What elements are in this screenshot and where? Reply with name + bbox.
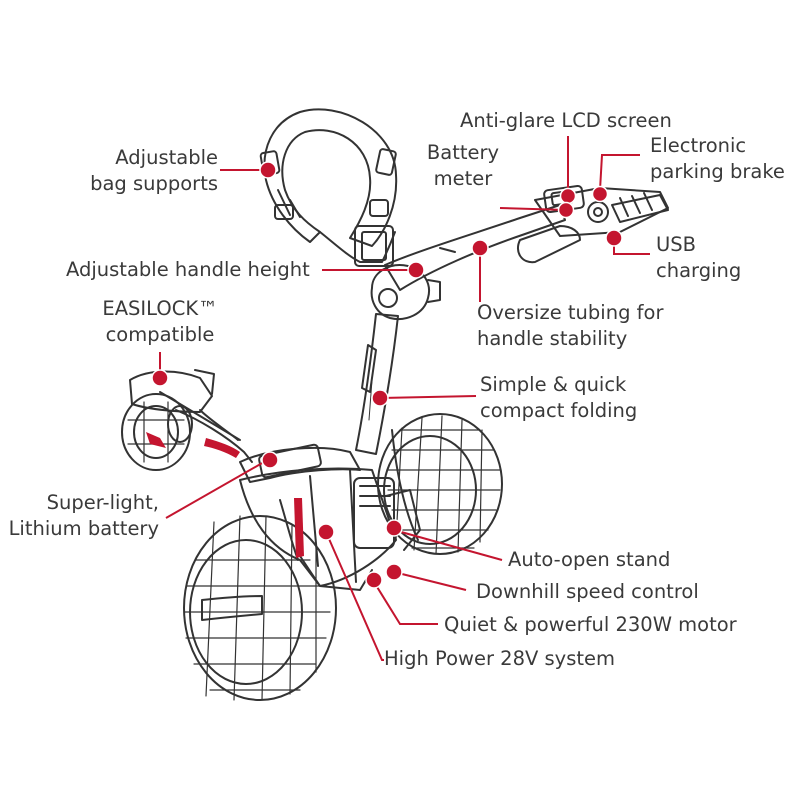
label-system: High Power 28V system (384, 647, 616, 670)
label-handle-height: Adjustable handle height (66, 258, 310, 281)
dot-system (317, 523, 335, 541)
label-usb: USB charging (656, 232, 741, 284)
dot-tubing (471, 239, 489, 257)
label-tubing: Oversize tubing for handle stability (477, 300, 663, 352)
right-wheel (377, 413, 503, 555)
label-lcd: Anti-glare LCD screen (460, 109, 672, 132)
label-usb-line1: USB (656, 233, 697, 256)
label-easilock-line1: EASILOCK™ (102, 297, 218, 320)
label-folding: Simple & quick compact folding (480, 372, 637, 424)
label-battery-line2: Lithium battery (8, 517, 159, 540)
dot-stand (385, 519, 403, 537)
dot-motor (365, 571, 383, 589)
handle-arm (384, 184, 669, 291)
leader-folding (379, 395, 477, 399)
label-motor: Quiet & powerful 230W motor (444, 613, 737, 636)
leader-system (325, 531, 384, 661)
dot-battery-meter (557, 201, 575, 219)
marker-dots (151, 161, 623, 589)
label-parking-brake-line2: parking brake (650, 160, 785, 183)
dot-battery (261, 451, 279, 469)
leader-battery-meter (499, 207, 567, 211)
dot-handle-height (407, 261, 425, 279)
dot-usb (605, 229, 623, 247)
dot-lcd (559, 187, 577, 205)
label-easilock-line2: compatible (105, 323, 215, 346)
left-wheel (183, 515, 337, 701)
label-bag-supports: Adjustable bag supports (60, 145, 218, 197)
leader-motor (373, 581, 438, 625)
label-tubing-line1: Oversize tubing for (477, 301, 664, 324)
leader-battery (165, 461, 265, 519)
label-battery-meter-line2: meter (433, 167, 493, 190)
label-folding-line2: compact folding (480, 399, 638, 422)
leader-stand (393, 529, 503, 561)
red-accents (146, 194, 572, 558)
leader-downhill (393, 571, 467, 591)
label-stand: Auto-open stand (508, 548, 671, 571)
label-easilock: EASILOCK™ compatible (90, 296, 230, 348)
label-battery: Super-light, Lithium battery (2, 490, 159, 542)
bag-support-hoop (259, 108, 398, 267)
label-battery-meter-line1: Battery (426, 141, 500, 164)
label-tubing-line2: handle stability (477, 327, 628, 350)
label-parking-brake: Electronic parking brake (650, 133, 785, 185)
dot-folding (371, 389, 389, 407)
label-parking-brake-line1: Electronic (650, 134, 747, 157)
label-bag-supports-line2: bag supports (90, 172, 218, 195)
label-usb-line2: charging (656, 259, 742, 282)
dot-easilock (151, 369, 169, 387)
main-shaft (355, 313, 399, 455)
label-downhill: Downhill speed control (476, 580, 699, 603)
label-battery-line1: Super-light, (46, 491, 159, 514)
dot-downhill (385, 563, 403, 581)
dot-parking-brake (591, 185, 609, 203)
label-folding-line1: Simple & quick (480, 373, 627, 396)
leader-lines (159, 136, 650, 661)
label-bag-supports-line1: Adjustable (115, 146, 218, 169)
label-battery-meter: Battery meter (418, 140, 508, 192)
handle-hinge (370, 264, 441, 320)
dot-bag-supports (259, 161, 277, 179)
leader-parking-brake (599, 154, 640, 191)
